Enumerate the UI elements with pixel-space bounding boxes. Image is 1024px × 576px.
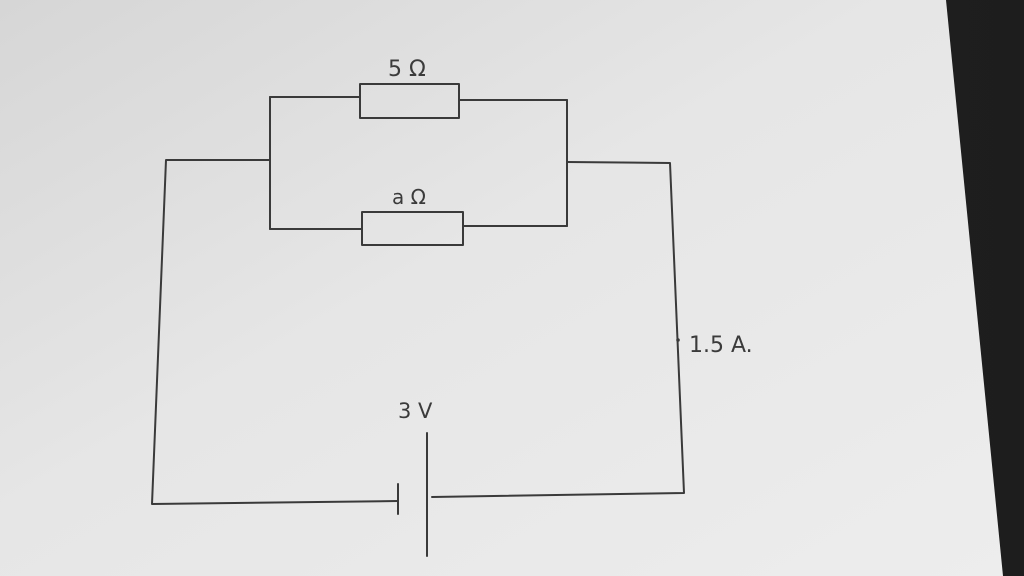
right-main-wire xyxy=(431,161,685,498)
resistor-bottom xyxy=(361,211,464,246)
current-label: 1.5 A. xyxy=(689,333,753,358)
battery-label: 3 V xyxy=(398,399,433,423)
resistor-top-label: 5 Ω xyxy=(388,57,426,82)
ammeter-point xyxy=(676,338,680,342)
left-main-wire xyxy=(151,159,399,505)
resistor-bottom-label: a Ω xyxy=(392,185,426,209)
resistor-top xyxy=(359,83,460,119)
paper-sheet xyxy=(0,0,1003,576)
